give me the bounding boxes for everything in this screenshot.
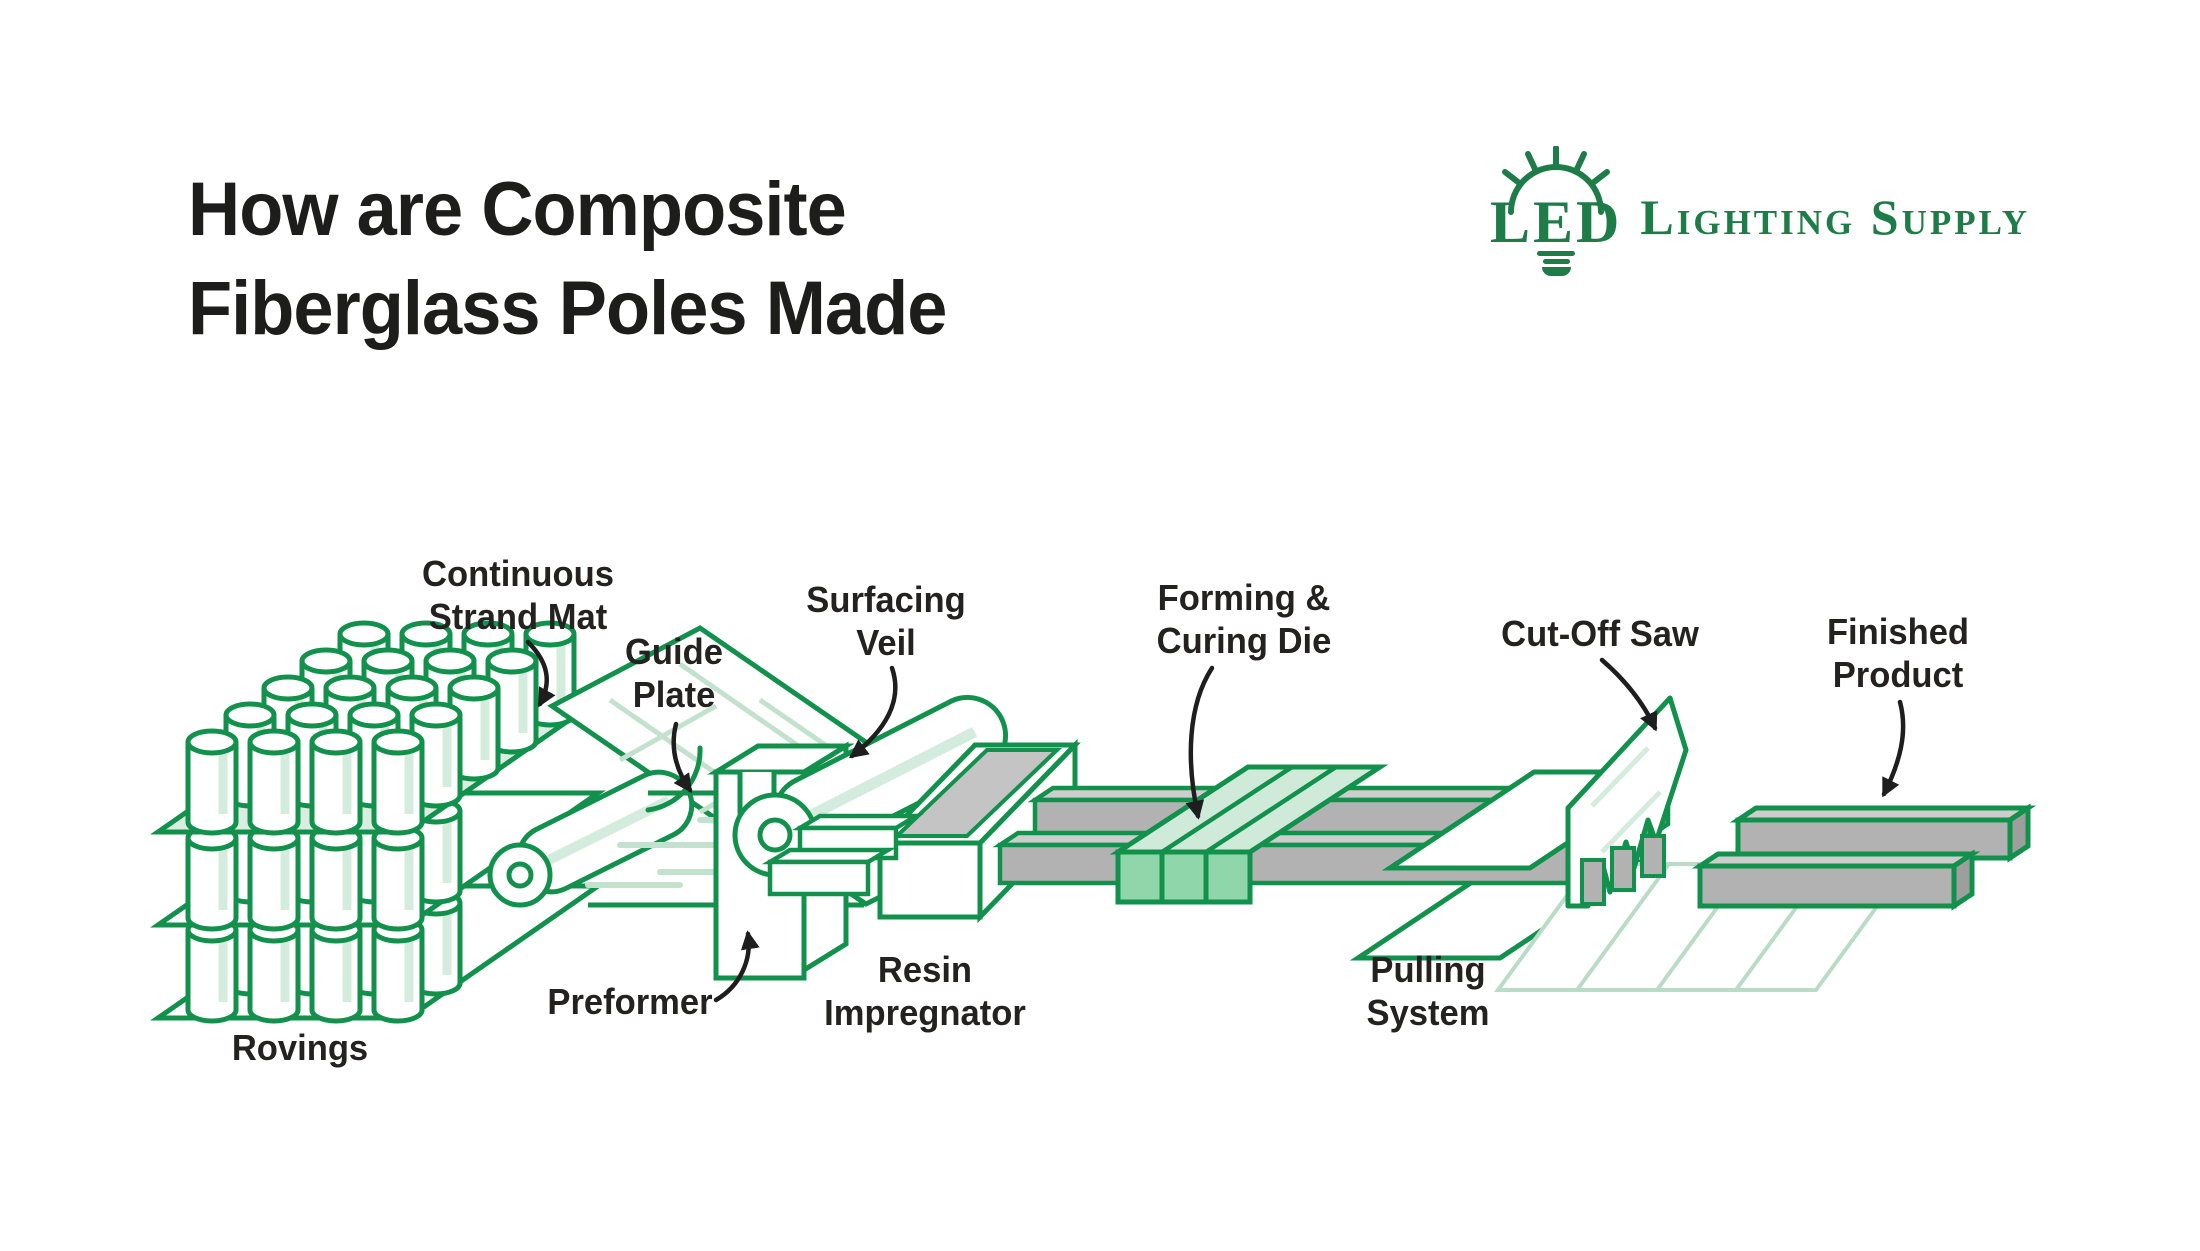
arrow-to-cut-off-saw	[1599, 657, 1658, 732]
label-surfacing-veil: Surfacing Veil	[806, 579, 966, 663]
rovings-illustration	[150, 623, 606, 1021]
label-finished-product: Finished Product	[1826, 611, 1970, 695]
label-cut-off-saw: Cut-Off Saw	[1501, 613, 1699, 654]
bulb-base-icon	[1537, 251, 1576, 276]
arrow-to-finished-product	[1881, 699, 1906, 798]
forming-curing-die-illustration	[1109, 764, 1389, 905]
arrow-to-curing-die	[1185, 665, 1215, 820]
arrow-to-preformer	[713, 930, 760, 1003]
led-lighting-supply-logo: LED Lighting Supply	[1490, 146, 2031, 276]
label-resin-impregnator: Resin Impregnator	[824, 949, 1026, 1033]
arrow-to-guide-plate	[671, 721, 693, 794]
finished-product-illustration	[1691, 803, 2037, 911]
page-title: How are Composite Fiberglass Poles Made	[188, 160, 947, 358]
logo-led-wordmark: LED	[1490, 146, 1622, 276]
arrow-to-strand-mat	[525, 639, 556, 708]
label-preformer: Preformer	[547, 981, 713, 1022]
page-title-line1: How are Composite	[188, 167, 847, 252]
light-bulb-rays-icon	[1502, 146, 1611, 215]
label-pulling-system: Pulling System	[1366, 949, 1490, 1033]
label-forming-curing-die: Forming & Curing Die	[1156, 577, 1332, 661]
logo-lighting-supply-text: Lighting Supply	[1640, 189, 2031, 245]
label-continuous-strand-mat: Continuous Strand Mat	[422, 553, 614, 637]
page-title-line2: Fiberglass Poles Made	[188, 266, 947, 351]
arrow-to-surfacing-veil	[848, 665, 898, 759]
label-rovings: Rovings	[231, 1027, 369, 1068]
label-guide-plate: Guide Plate	[625, 631, 723, 715]
